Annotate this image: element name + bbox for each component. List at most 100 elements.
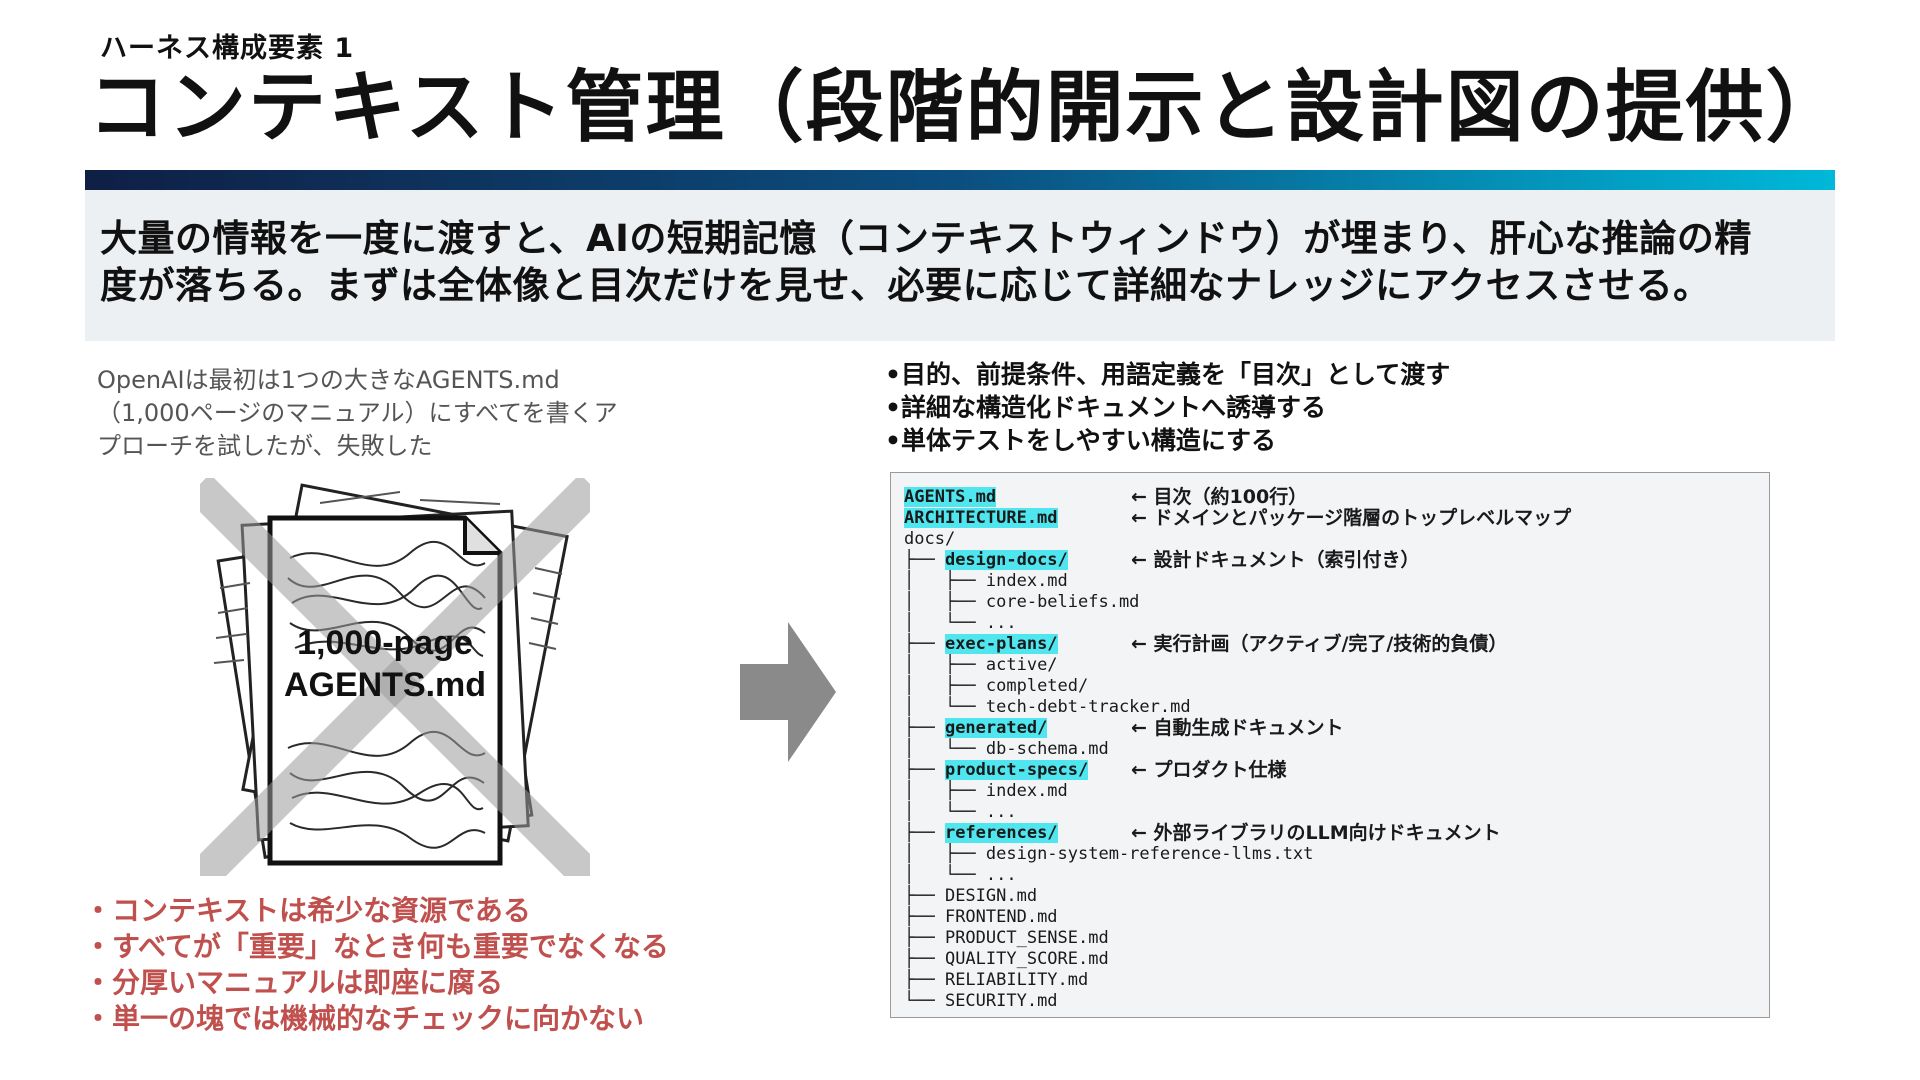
tree-branch: ├── [904,550,945,570]
tree-entry-name: db-schema.md [985,739,1109,759]
tree-entry-name: FRONTEND.md [944,907,1058,927]
tree-entry-name: QUALITY_SCORE.md [944,949,1109,969]
tree-entry-name: PRODUCT_SENSE.md [944,928,1109,948]
tree-branch: ├── [904,970,945,990]
tree-row: ├── exec-plans/ [904,634,1058,655]
tree-entry-name: product-specs/ [944,760,1089,780]
page-fold [463,518,500,555]
tree-entry-name: RELIABILITY.md [944,970,1089,990]
tree-branch: │ └── [904,739,986,759]
tree-branch: ├── [904,907,945,927]
failure-note: OpenAIは最初は1つの大きなAGENTS.md （1,000ページのマニュア… [97,364,717,463]
list-item: ・分厚いマニュアルは即座に腐る [84,966,504,999]
tree-entry-name: completed/ [985,676,1089,696]
doc-label-line-2: AGENTS.md [284,666,486,704]
tree-branch: │ ├── [904,781,986,801]
tree-branch: │ ├── [904,655,986,675]
tree-branch: ├── [904,949,945,969]
tree-entry-name: AGENTS.md [904,487,997,507]
tree-entry-name: docs/ [904,529,956,549]
list-item: ・すべてが「重要」なとき何も重要でなくなる [84,930,669,963]
tree-branch: │ └── [904,613,986,633]
tree-branch: │ └── [904,865,986,885]
tree-entry-comment: ← 設計ドキュメント（索引付き） [1131,549,1420,571]
note-line: （1,000ページのマニュアル）にすべてを書くア [97,399,618,427]
directory-tree-panel: AGENTS.md ← 目次（約100行） ARCHITECTURE.md ← ドメイ… [890,472,1770,1018]
tree-entry-comment: ← 自動生成ドキュメント [1131,717,1344,739]
right-arrow-icon [740,622,836,762]
tree-entry-comment: ← ドメインとパッケージ階層のトップレベルマップ [1131,507,1572,529]
tree-entry-name: core-beliefs.md [985,592,1140,612]
tree-branch: │ ├── [904,592,986,612]
tree-row: ├── generated/ [904,718,1048,739]
tree-row: ├── PRODUCT_SENSE.md [904,928,1109,949]
note-line: プローチを試したが、失敗した [97,432,433,460]
tree-row: │ ├── design-system-reference-llms.txt [904,844,1313,865]
tree-entry-name: ... [985,865,1017,885]
tree-entry-name: generated/ [944,718,1048,738]
tree-entry-comment: ← 目次（約100行） [1131,486,1308,508]
tree-branch: ├── [904,634,945,654]
paper-lines [213,491,563,664]
tree-entry-name: references/ [944,823,1058,843]
tree-row: └── SECURITY.md [904,991,1058,1012]
tree-row: ├── product-specs/ [904,760,1089,781]
tree-branch: │ └── [904,802,986,822]
tree-entry-name: design-system-reference-llms.txt [985,844,1314,864]
tree-row: ├── FRONTEND.md [904,907,1058,928]
tree-row: │ ├── active/ [904,655,1058,676]
title-gradient-bar [85,170,1835,190]
list-item: •詳細な構造化ドキュメントへ誘導する [885,393,1326,422]
crossed-document-illustration: 1,000-page AGENTS.md [200,478,590,876]
tree-row: │ ├── index.md [904,571,1068,592]
tree-entry-name: ... [985,613,1017,633]
tree-row: ├── references/ [904,823,1058,844]
doc-label-line-1: 1,000-page [297,624,473,662]
note-line: OpenAIは最初は1つの大きなAGENTS.md [97,366,560,394]
tree-entry-name: active/ [985,655,1058,675]
tree-row: docs/ [904,529,955,550]
tree-row: ├── QUALITY_SCORE.md [904,949,1109,970]
section-label: ハーネス構成要素 1 [100,33,355,64]
tree-row: ├── RELIABILITY.md [904,970,1088,991]
tree-entry-name: SECURITY.md [944,991,1058,1011]
tree-entry-comment: ← 外部ライブラリのLLM向けドキュメント [1131,822,1501,844]
lead-line-2: 度が落ちる。まずは全体像と目次だけを見せ、必要に応じて詳細なナレッジにアクセスさ… [100,264,1711,307]
tree-branch: ├── [904,886,945,906]
tree-entry-name: tech-debt-tracker.md [985,697,1191,717]
goal-list: •目的、前提条件、用語定義を「目次」として渡す •詳細な構造化ドキュメントへ誘導… [885,358,1450,457]
tree-entry-comment: ← プロダクト仕様 [1131,759,1287,781]
tree-branch: └── [904,991,945,1011]
lead-text: 大量の情報を一度に渡すと、AIの短期記憶（コンテキストウィンドウ）が埋まり、肝心… [100,215,1830,309]
tree-row: │ ├── completed/ [904,676,1088,697]
lead-line-1: 大量の情報を一度に渡すと、AIの短期記憶（コンテキストウィンドウ）が埋まり、肝心… [100,217,1752,260]
tree-row: │ └── ... [904,865,1017,886]
tree-row: │ ├── core-beliefs.md [904,592,1139,613]
tree-entry-name: exec-plans/ [944,634,1058,654]
tree-entry-name: DESIGN.md [944,886,1038,906]
tree-entry-comment: ← 実行計画（アクティブ/完了/技術的負債） [1131,633,1508,655]
list-item: ・単一の塊では機械的なチェックに向かない [84,1002,645,1035]
tree-entry-name: ... [985,802,1017,822]
tree-branch: │ └── [904,697,986,717]
tree-entry-name: design-docs/ [944,550,1068,570]
page-title: コンテキスト管理（段階的開示と設計図の提供） [88,63,1846,153]
list-item: ・コンテキストは希少な資源である [84,894,531,927]
tree-row: │ └── tech-debt-tracker.md [904,697,1191,718]
tree-branch: ├── [904,823,945,843]
tree-branch: │ ├── [904,571,986,591]
cross-out-x [200,478,590,876]
tree-entry-name: index.md [985,781,1068,801]
tree-row: │ └── db-schema.md [904,739,1109,760]
tree-entry-name: ARCHITECTURE.md [904,508,1058,528]
tree-row: ├── design-docs/ [904,550,1068,571]
tree-row: AGENTS.md [904,487,997,508]
tree-row: ARCHITECTURE.md [904,508,1058,529]
tree-row: │ └── ... [904,802,1017,823]
tree-row: │ ├── index.md [904,781,1068,802]
lead-box [85,190,1835,341]
tree-branch: ├── [904,718,945,738]
tree-branch: │ ├── [904,676,986,696]
tree-branch: ├── [904,928,945,948]
list-item: •目的、前提条件、用語定義を「目次」として渡す [885,360,1451,389]
